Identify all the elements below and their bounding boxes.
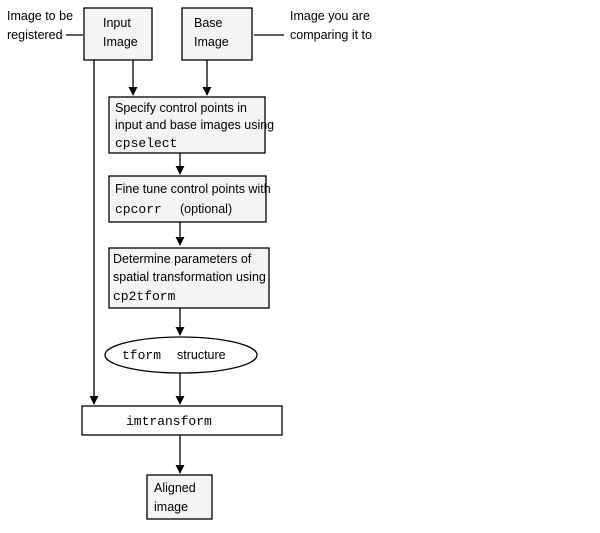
imtransform-function: imtransform [126,414,212,429]
cp2tform-step-line-2: spatial transformation using [113,270,266,284]
input-image-line-2: Image [103,35,138,49]
note-input-line-2: registered [7,28,63,42]
cp2tform-function: cp2tform [113,289,176,304]
base-image-line-2: Image [194,35,229,49]
note-input-image: Image to be registered [7,9,73,42]
tform-structure-ellipse: tform structure [104,336,258,374]
cpselect-step-box: Specify control points in input and base… [108,96,274,154]
imtransform-step-box: imtransform [81,405,283,436]
tform-function: tform [122,348,161,363]
note-base-line-1: Image you are [290,9,370,23]
aligned-image-line-1: Aligned [154,481,196,495]
note-base-image: Image you are comparing it to [290,9,372,42]
cpcorr-step-line-1: Fine tune control points with [115,182,271,196]
base-image-box: Base Image [181,7,253,61]
cp2tform-step-line-1: Determine parameters of [113,252,252,266]
aligned-image-box: Aligned image [146,474,213,520]
aligned-image-line-2: image [154,500,188,514]
cpcorr-step-box: Fine tune control points with cpcorr (op… [108,175,271,223]
base-image-line-1: Base [194,16,223,30]
input-image-line-1: Input [103,16,131,30]
cpselect-step-line-2: input and base images using [115,118,274,132]
cp2tform-step-box: Determine parameters of spatial transfor… [108,247,270,309]
cpselect-step-line-1: Specify control points in [115,101,247,115]
input-image-box: Input Image [83,7,153,61]
tform-structure-label: structure [177,348,226,362]
cpcorr-function: cpcorr [115,202,162,217]
cpcorr-optional-note: (optional) [180,202,232,216]
note-base-line-2: comparing it to [290,28,372,42]
note-input-line-1: Image to be [7,9,73,23]
cpselect-function: cpselect [115,136,177,151]
